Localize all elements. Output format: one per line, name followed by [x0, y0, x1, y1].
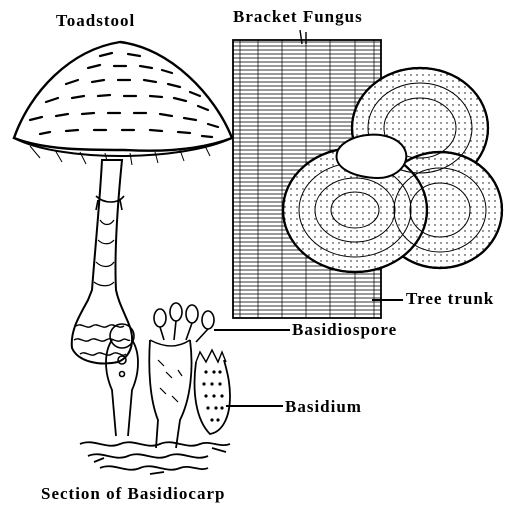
label-toadstool: Toadstool — [56, 12, 135, 29]
label-basidium: Basidium — [285, 398, 362, 415]
toadstool-illustration — [14, 42, 232, 363]
label-tree-trunk: Tree trunk — [406, 290, 494, 307]
label-basidiospore: Basidiospore — [292, 321, 397, 338]
toadstool-stem — [72, 160, 132, 363]
basidiospores — [154, 303, 214, 342]
label-section-of-basidiocarp: Section of Basidiocarp — [41, 485, 225, 502]
label-bracket-fungus: Bracket Fungus — [233, 8, 363, 25]
